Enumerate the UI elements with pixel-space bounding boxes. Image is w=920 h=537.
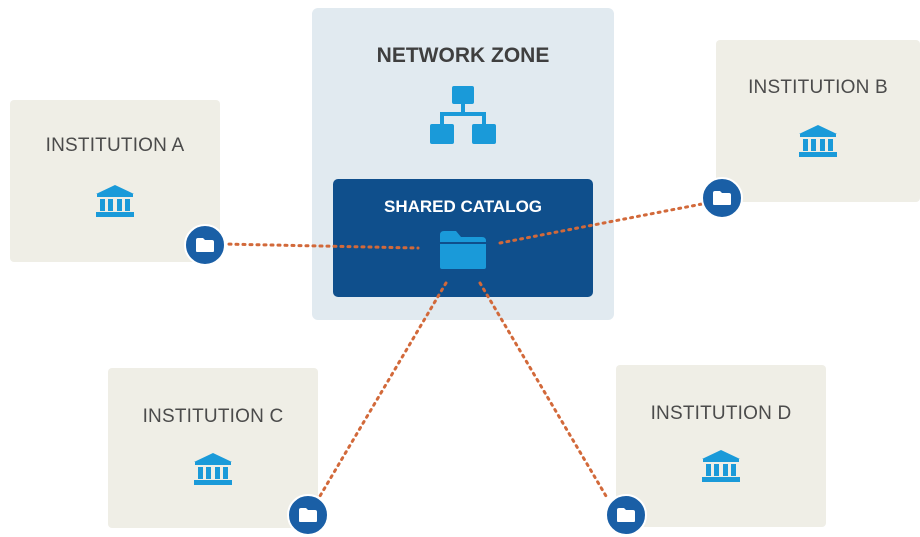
institution-building-icon bbox=[702, 450, 740, 482]
institution-d-label: INSTITUTION D bbox=[650, 403, 792, 424]
institution-b-panel: INSTITUTION B bbox=[716, 40, 920, 202]
folder-icon bbox=[440, 231, 486, 269]
institution-c-panel: INSTITUTION C bbox=[108, 368, 318, 528]
sitemap-icon bbox=[430, 86, 496, 144]
folder-icon bbox=[196, 238, 214, 252]
institution-a-label: INSTITUTION A bbox=[45, 135, 185, 156]
institution-a-panel: INSTITUTION A bbox=[10, 100, 220, 262]
institution-c-label: INSTITUTION C bbox=[142, 406, 284, 427]
institution-b-label: INSTITUTION B bbox=[748, 77, 888, 98]
shared-catalog-panel: SHARED CATALOG bbox=[333, 179, 593, 297]
institution-building-icon bbox=[194, 453, 232, 485]
network-zone-title: NETWORK ZONE bbox=[376, 44, 550, 67]
folder-icon bbox=[713, 191, 731, 205]
folder-icon bbox=[617, 508, 635, 522]
institution-building-icon bbox=[799, 125, 837, 157]
shared-catalog-title: SHARED CATALOG bbox=[383, 197, 543, 216]
institution-d-folder-badge bbox=[605, 494, 647, 536]
institution-c-folder-badge bbox=[287, 494, 329, 536]
institution-d-panel: INSTITUTION D bbox=[616, 365, 826, 527]
institution-building-icon bbox=[96, 185, 134, 217]
folder-icon bbox=[299, 508, 317, 522]
institution-a-folder-badge bbox=[184, 224, 226, 266]
institution-b-folder-badge bbox=[701, 177, 743, 219]
